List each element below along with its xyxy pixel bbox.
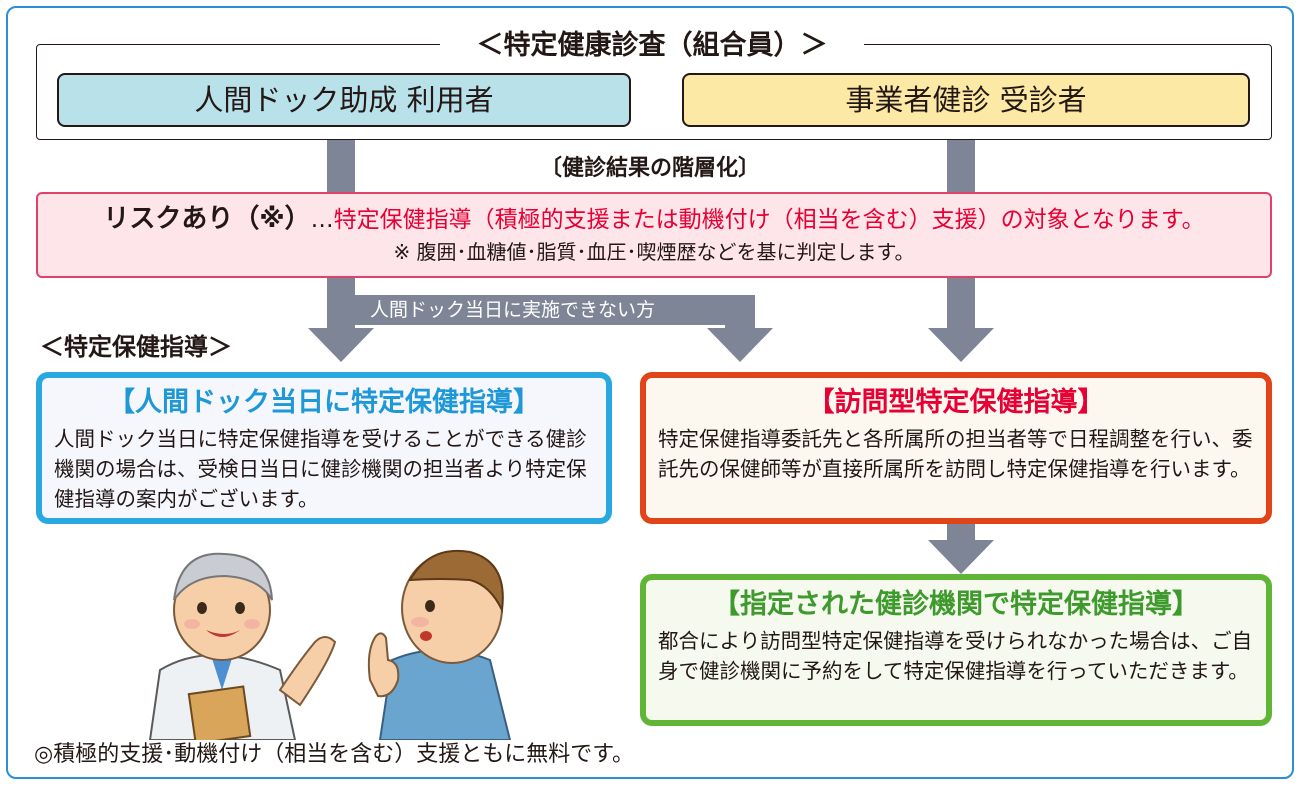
patient-figure — [367, 549, 512, 740]
dock-users-box: 人間ドック助成 利用者 — [57, 73, 631, 127]
dock-day-guidance-panel: 【人間ドック当日に特定保健指導】 人間ドック当日に特定保健指導を受けることができ… — [36, 372, 612, 524]
connector-label: 人間ドック当日に実施できない方 — [370, 299, 656, 321]
doctor-figure — [148, 552, 337, 740]
arrowhead-right — [928, 328, 994, 362]
visit-guidance-title: 【訪問型特定保健指導】 — [807, 387, 1105, 418]
arrowhead-left — [308, 328, 374, 362]
risk-text: 特定保健指導（積極的支援または動機付け（相当を含む）支援）の対象となります。 — [333, 207, 1205, 233]
arrow-right-lower — [947, 278, 975, 334]
designated-facility-title: 【指定された健診機関で特定保健指導】 — [713, 589, 1199, 620]
section-title: ＜特定保健指導＞ — [40, 333, 232, 361]
dock-day-guidance-title: 【人間ドック当日に特定保健指導】 — [108, 387, 540, 418]
risk-dots: … — [310, 207, 334, 233]
outer-frame — [6, 6, 1294, 779]
arrowhead-middle — [707, 328, 773, 362]
risk-strong: リスクあり（※） — [103, 204, 311, 234]
footnote: ◎積極的支援･動機付け（相当を含む）支援ともに無料です。 — [34, 742, 634, 767]
arrow-right-upper — [947, 140, 975, 194]
hierarchy-label: 〔健診結果の階層化〕 — [539, 156, 760, 181]
visit-guidance-panel: 【訪問型特定保健指導】 特定保健指導委託先と各所属所の担当者等で日程調整を行い、… — [640, 372, 1272, 524]
group-title: ＜特定健康診査（組合員）＞ — [440, 28, 864, 64]
connector-bar — [355, 295, 755, 325]
arrow-left-upper — [327, 140, 355, 194]
business-checkup-box: 事業者健診 受診者 — [682, 73, 1250, 127]
designated-facility-panel: 【指定された健診機関で特定保健指導】 都合により訪問型特定保健指導を受けられなか… — [640, 574, 1272, 726]
dock-day-guidance-body: 人間ドック当日に特定保健指導を受けることができる健診機関の場合は、受検日当日に健… — [54, 427, 587, 511]
arrowhead-bottom — [928, 540, 994, 574]
risk-line: リスクあり（※）…特定保健指導（積極的支援または動機付け（相当を含む）支援）の対… — [38, 204, 1270, 235]
arrow-left-lower — [327, 278, 355, 334]
designated-facility-body: 都合により訪問型特定保健指導を受けられなかった場合は、ご自身で健診機関に予約をし… — [658, 629, 1253, 683]
risk-box: リスクあり（※）…特定保健指導（積極的支援または動機付け（相当を含む）支援）の対… — [36, 192, 1272, 278]
doctor-patient-illustration — [148, 549, 512, 740]
visit-guidance-body: 特定保健指導委託先と各所属所の担当者等で日程調整を行い、委託先の保健師等が直接所… — [658, 427, 1253, 481]
risk-note: ※ 腹囲･血糖値･脂質･血圧･喫煙歴などを基に判定します。 — [393, 240, 915, 264]
